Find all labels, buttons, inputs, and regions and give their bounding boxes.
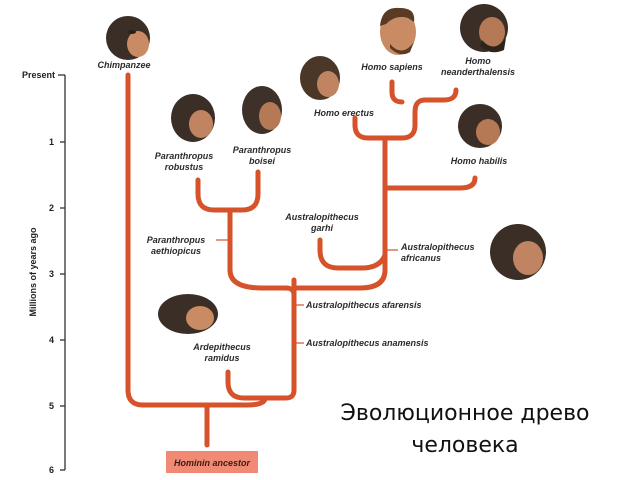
homo-neanderthalensis-head-icon — [460, 4, 508, 53]
paranthropus-fork — [195, 169, 261, 213]
axis-present-label: Present — [22, 70, 55, 80]
axis-tick-6: 6 — [49, 465, 54, 475]
label-homo-erectus: Homo erectus — [314, 108, 374, 118]
label-homo-neanderthalensis-1: Homo — [465, 56, 491, 66]
homo-trunk — [291, 135, 388, 291]
label-homo-habilis: Homo habilis — [451, 156, 508, 166]
label-paranthropus-aethiopicus-2: aethiopicus — [151, 246, 201, 256]
label-paranthropus-robustus-2: robustus — [165, 162, 204, 172]
label-paranthropus-boisei-1: Paranthropus — [233, 145, 292, 155]
habilis-branch — [382, 175, 478, 191]
tree-branches — [125, 72, 478, 448]
caption-line-1: Эволюционное древо — [340, 401, 590, 426]
homo-erectus-head-icon — [300, 56, 340, 100]
afarensis-trunk — [259, 285, 297, 303]
homo-sapiens-head-icon — [380, 7, 416, 55]
root-label: Hominin ancestor — [174, 458, 251, 468]
caption-line-2: человека — [411, 433, 519, 458]
axis-tick-2: 2 — [49, 203, 54, 213]
leader-lines — [216, 239, 398, 344]
label-ardepithecus-ramidus-2: ramidus — [204, 353, 239, 363]
homo-habilis-head-icon — [458, 104, 502, 148]
label-homo-sapiens: Homo sapiens — [361, 62, 423, 72]
label-paranthropus-robustus-1: Paranthropus — [155, 151, 214, 161]
axis-tick-1: 1 — [49, 137, 54, 147]
erectus-fork — [352, 87, 459, 141]
ardepithecus-ramidus-head-icon — [158, 294, 218, 334]
axis-tick-3: 3 — [49, 269, 54, 279]
axis-tick-4: 4 — [49, 335, 54, 345]
chimpanzee-branch — [125, 72, 210, 408]
chimpanzee-head-icon — [106, 16, 150, 60]
ardepithecus-branch — [225, 277, 297, 401]
label-homo-neanderthalensis-2: neanderthalensis — [441, 67, 515, 77]
label-paranthropus-aethiopicus-1: Paranthropus — [147, 235, 206, 245]
australopithecus-africanus-head-icon — [490, 224, 546, 280]
label-australopithecus-afarensis: Australopithecus afarensis — [305, 300, 422, 310]
label-paranthropus-boisei-2: boisei — [249, 156, 276, 166]
caption: Эволюционное древо человека — [300, 398, 630, 462]
label-ardepithecus-ramidus-1: Ardepithecus — [192, 342, 251, 352]
label-australopithecus-garhi-2: garhi — [310, 223, 334, 233]
paranthropus-boisei-head-icon — [242, 86, 282, 134]
root-box — [166, 451, 258, 473]
label-australopithecus-anamensis: Australopithecus anamensis — [305, 338, 429, 348]
axis-tick-5: 5 — [49, 401, 54, 411]
label-australopithecus-africanus-1: Australopithecus — [400, 242, 475, 252]
garhi-africanus-fork — [317, 237, 388, 271]
label-chimpanzee: Chimpanzee — [97, 60, 150, 70]
label-australopithecus-africanus-2: africanus — [401, 253, 441, 263]
sapiens-fork — [389, 79, 405, 105]
axis-title: Millions of years ago — [28, 227, 38, 317]
time-axis — [58, 74, 66, 471]
paranthropus-robustus-head-icon — [171, 94, 215, 142]
label-australopithecus-garhi-1: Australopithecus — [284, 212, 359, 222]
paranthropus-branch — [227, 209, 265, 291]
